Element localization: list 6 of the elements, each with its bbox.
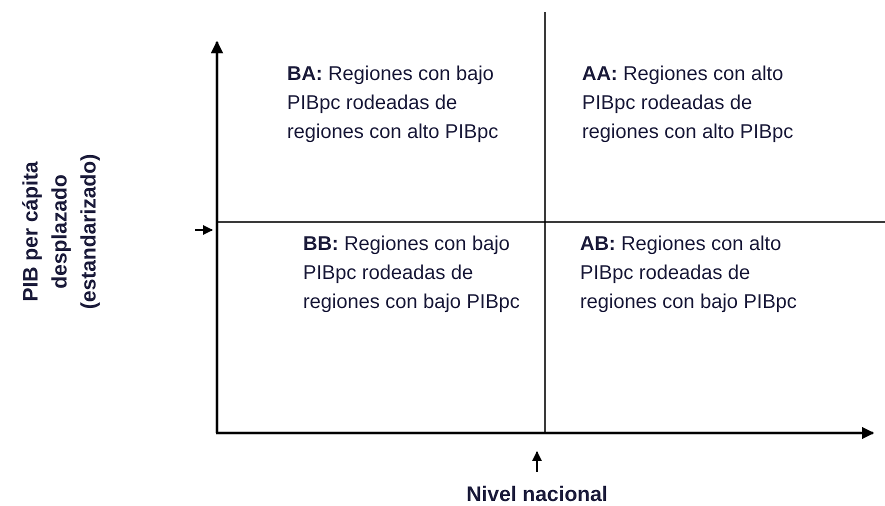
axis-title: Nivel nacional (465, 482, 609, 506)
quadrant-description: AB: Regiones con alto PIBpc rodeadas de regiones con bajo PIBpc (580, 232, 798, 315)
quadrant-description: BA: Regiones con bajo PIBpc rodeadas de regiones con alto PIBpc (287, 62, 500, 145)
quadrant-description: AA: Regiones con alto PIBpc rodeadas de regiones con alto PIBpc (582, 62, 794, 145)
axis-title: PIB per cápita desplazado (estandarizado) (18, 152, 102, 312)
quadrant-description: BB: Regiones con bajo PIBpc rodeadas de regiones con bajo PIBpc (303, 232, 521, 315)
